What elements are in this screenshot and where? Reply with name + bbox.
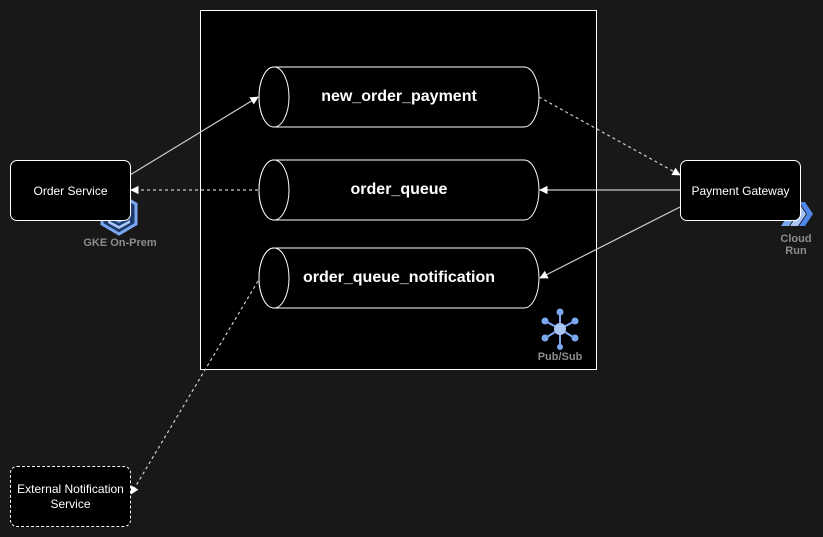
external-notification-label-line1: External Notification bbox=[17, 481, 124, 496]
cloud-run-icon-label: Cloud Run bbox=[770, 233, 822, 257]
pubsub-icon-label: Pub/Sub bbox=[537, 351, 583, 363]
edge-new-order-payment-to-payment bbox=[538, 96, 681, 176]
topic-order-queue-notification-label: order_queue_notification bbox=[302, 269, 496, 286]
pubsub-icon bbox=[541, 308, 579, 350]
order-service-label: Order Service bbox=[33, 183, 108, 198]
payment-gateway-node[interactable]: Payment Gateway bbox=[680, 160, 801, 221]
topic-order-queue[interactable] bbox=[258, 159, 540, 221]
cloud-run-label-line1: Cloud bbox=[780, 233, 812, 245]
gke-icon-label: GKE On-Prem bbox=[83, 237, 157, 249]
edge-order-to-new-order-payment bbox=[129, 96, 259, 176]
topic-new-order-payment-label: new_order_payment bbox=[321, 88, 477, 105]
edge-payment-to-notification bbox=[539, 206, 681, 279]
topic-order-queue-label: order_queue bbox=[350, 181, 448, 198]
order-service-node[interactable]: Order Service bbox=[10, 160, 131, 221]
external-notification-service-node[interactable]: External Notification Service bbox=[10, 466, 131, 527]
payment-gateway-label: Payment Gateway bbox=[691, 183, 790, 198]
topic-new-order-payment[interactable] bbox=[258, 66, 540, 128]
edge-notification-to-external bbox=[130, 280, 259, 495]
cloud-run-label-line2: Run bbox=[785, 245, 807, 257]
external-notification-label-line2: Service bbox=[50, 496, 91, 511]
topic-order-queue-notification[interactable] bbox=[258, 247, 540, 309]
